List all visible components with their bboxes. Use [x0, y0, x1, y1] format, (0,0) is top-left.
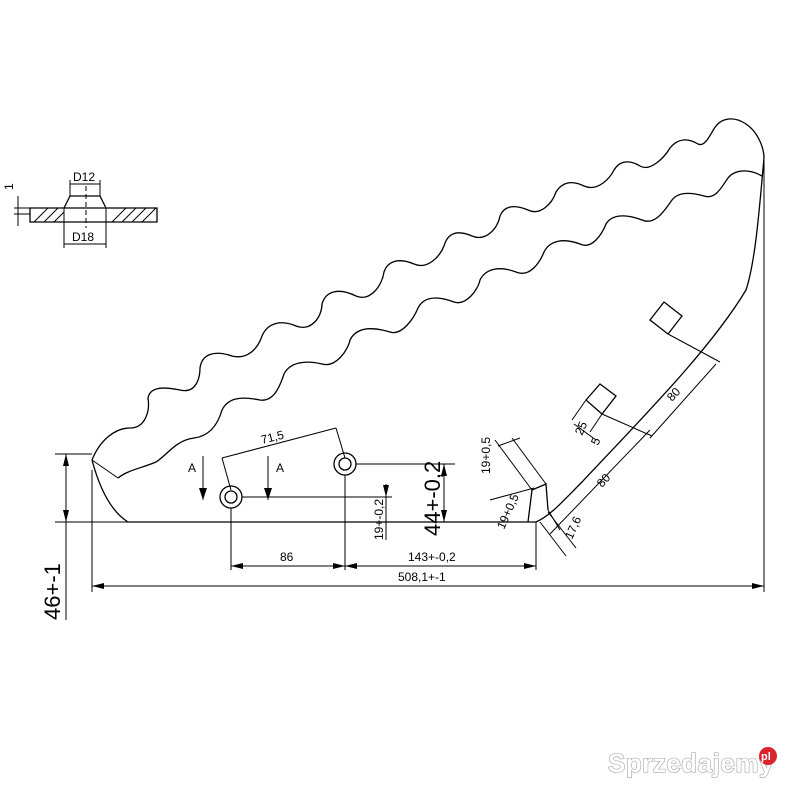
detail-countersink [63, 195, 107, 209]
dim-diagonal-80: 80 80 [547, 333, 721, 535]
dim-508-label: 508,1+-1 [398, 570, 446, 584]
section-a-marker: A A [188, 456, 284, 500]
dim-hole-height: 44+-0,2 [356, 461, 455, 536]
dim-19-02-label: 19+-0,2 [372, 499, 386, 540]
serrated-edge [91, 118, 765, 461]
inner-wave [117, 170, 763, 479]
dim-square-slot: 25 5 [571, 399, 604, 447]
notch-slot [527, 483, 549, 523]
detail-d18-label: D18 [72, 230, 94, 244]
section-a-right-label: A [276, 461, 284, 475]
countersink-detail: D12 D18 1 [2, 170, 158, 248]
watermark-text: Sprzedajemy [608, 748, 774, 778]
dim-44-label: 44+-0,2 [420, 461, 445, 536]
blade-bottom-edge [91, 459, 536, 523]
dim-hole-spacing: 71,5 [221, 427, 346, 491]
section-a-left-label: A [188, 461, 196, 475]
dim-80-upper-label: 80 [664, 384, 684, 404]
dim-80-lower-label: 80 [594, 470, 614, 490]
dim-143-label: 143+-0,2 [408, 550, 456, 564]
slot-square-upper [649, 301, 683, 335]
dim-slot-top-label: 19+0,5 [479, 437, 493, 474]
watermark-suffix: pl [761, 751, 771, 763]
slot-square-middle [585, 383, 617, 415]
dim-86-label: 86 [280, 550, 294, 564]
detail-thickness-label: 1 [2, 183, 16, 190]
dim-horizontal: 86 143+-0,2 508,1+-1 [91, 160, 765, 592]
detail-plate [29, 207, 158, 223]
detail-d12-label: D12 [73, 170, 95, 184]
blade-left-inner [91, 459, 119, 479]
dim-5-label: 5 [588, 435, 604, 447]
blade-right-edge [535, 157, 765, 523]
dim-71-5-label: 71,5 [259, 428, 285, 447]
dim-total-height: 46+-1 [40, 453, 128, 620]
dim-46-label: 46+-1 [40, 563, 65, 620]
dim-25-label: 25 [572, 419, 590, 437]
dim-hole-offset: 19+-0,2 [242, 484, 392, 540]
sprzedajemy-logo: Sprzedajemy pl [607, 747, 777, 779]
